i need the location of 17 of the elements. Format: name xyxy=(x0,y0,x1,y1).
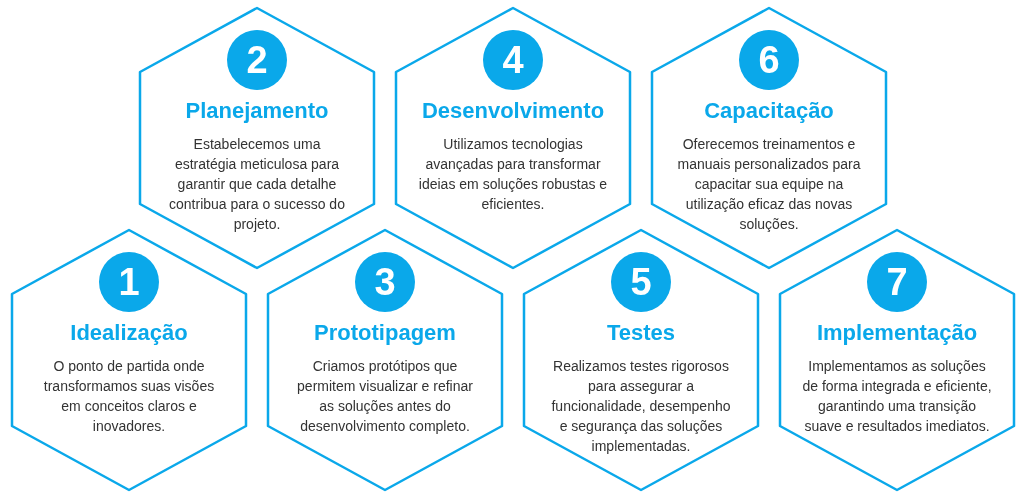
step-description: Estabelecemos uma estratégia meticulosa para garantir que cada detalhe contribua para o sucesso do projeto. xyxy=(168,135,346,234)
step-description: Utilizamos tecnologias avançadas para transformar ideias em soluções robustas e eficientes. xyxy=(418,135,608,214)
step-title: Prototipagem xyxy=(313,320,457,346)
step-description: Implementamos as soluções de forma integrada e eficiente, garantindo uma transição suave e resultados imediatos. xyxy=(802,357,992,436)
step-description: Realizamos testes rigorosos para assegurar a funcionalidade, desempenho e segurança das soluções implementadas. xyxy=(550,357,732,456)
hexagon-card xyxy=(394,6,632,270)
step-description: Criamos protótipos que permitem visualizar e refinar as soluções antes do desenvolvimento completo. xyxy=(296,357,474,436)
step-title: Implementação xyxy=(815,320,979,346)
step-title: Desenvolvimento xyxy=(420,98,606,124)
hexagon-card xyxy=(138,6,376,270)
step-title: Testes xyxy=(605,320,677,346)
step-title: Planejamento xyxy=(184,98,330,124)
step-description: Oferecemos treinamentos e manuais personalizados para capacitar sua equipe na utilização eficaz das novas soluções. xyxy=(676,135,862,234)
step-description: O ponto de partida onde transformamos suas visões em conceitos claros e inovadores. xyxy=(42,357,216,436)
hexagon-card xyxy=(650,6,888,270)
step-title: Idealização xyxy=(69,320,189,346)
step-title: Capacitação xyxy=(703,98,835,124)
